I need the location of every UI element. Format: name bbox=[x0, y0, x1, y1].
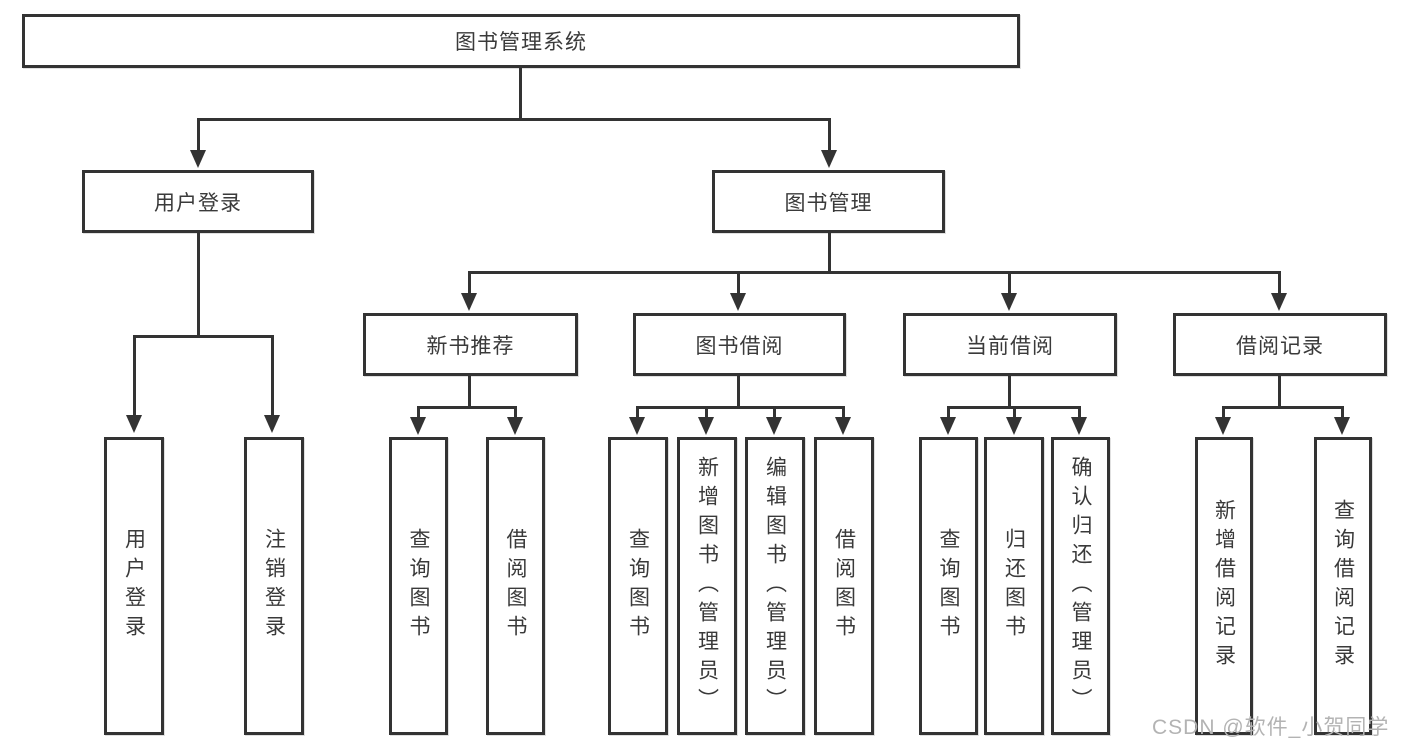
leaf-edit-book-admin: 编辑图书（管理员） bbox=[745, 437, 805, 735]
arrowhead-icon bbox=[410, 417, 426, 435]
arrowhead-icon bbox=[835, 417, 851, 435]
leaf-query-books-2: 查询图书 bbox=[608, 437, 668, 735]
connector-line bbox=[1278, 376, 1281, 409]
connector-line bbox=[468, 271, 1281, 274]
connector-line bbox=[947, 406, 950, 419]
node-borrow-records-label: 借阅记录 bbox=[1236, 334, 1324, 358]
arrowhead-icon bbox=[507, 417, 523, 435]
connector-line bbox=[514, 406, 517, 419]
node-current-borrow: 当前借阅 bbox=[903, 313, 1117, 376]
node-new-books: 新书推荐 bbox=[363, 313, 578, 376]
node-root: 图书管理系统 bbox=[22, 14, 1020, 68]
connector-line bbox=[1008, 376, 1011, 409]
leaf-query-books-1: 查询图书 bbox=[389, 437, 448, 735]
node-book-borrow: 图书借阅 bbox=[633, 313, 846, 376]
node-user-login-label: 用户登录 bbox=[154, 191, 242, 215]
connector-line bbox=[1013, 406, 1016, 419]
connector-line bbox=[828, 118, 831, 152]
arrowhead-icon bbox=[1006, 417, 1022, 435]
node-book-mgmt-label: 图书管理 bbox=[784, 191, 873, 215]
leaf-add-book-admin: 新增图书（管理员） bbox=[677, 437, 737, 735]
arrowhead-icon bbox=[766, 417, 782, 435]
connector-line bbox=[1341, 406, 1344, 419]
connector-line bbox=[773, 406, 776, 419]
node-user-login: 用户登录 bbox=[82, 170, 314, 233]
connector-line bbox=[1278, 271, 1281, 295]
leaf-logout: 注销登录 bbox=[244, 437, 304, 735]
connector-line bbox=[197, 233, 200, 338]
leaf-borrow-books-2: 借阅图书 bbox=[814, 437, 874, 735]
arrowhead-icon bbox=[629, 417, 645, 435]
node-book-borrow-label: 图书借阅 bbox=[695, 334, 784, 358]
arrowhead-icon bbox=[821, 150, 837, 168]
arrowhead-icon bbox=[461, 293, 477, 311]
connector-line bbox=[828, 233, 831, 274]
connector-line bbox=[468, 271, 471, 295]
connector-line bbox=[636, 406, 845, 409]
leaf-query-borrow-record: 查询借阅记录 bbox=[1314, 437, 1372, 735]
arrowhead-icon bbox=[1001, 293, 1017, 311]
arrowhead-icon bbox=[1334, 417, 1350, 435]
connector-line bbox=[133, 335, 274, 338]
connector-line bbox=[1222, 406, 1344, 409]
csdn-watermark: CSDN @软件_小贺同学 bbox=[1152, 716, 1390, 739]
arrowhead-icon bbox=[698, 417, 714, 435]
leaf-user-login: 用户登录 bbox=[104, 437, 164, 735]
connector-line bbox=[417, 406, 420, 419]
leaf-add-borrow-record: 新增借阅记录 bbox=[1195, 437, 1253, 735]
node-new-books-label: 新书推荐 bbox=[426, 334, 515, 358]
arrowhead-icon bbox=[1271, 293, 1287, 311]
connector-line bbox=[519, 68, 522, 118]
node-root-label: 图书管理系统 bbox=[455, 31, 587, 54]
connector-line bbox=[271, 335, 274, 416]
arrowhead-icon bbox=[940, 417, 956, 435]
node-book-mgmt: 图书管理 bbox=[712, 170, 945, 233]
connector-line bbox=[737, 376, 740, 409]
leaf-query-books-3: 查询图书 bbox=[919, 437, 978, 735]
connector-line bbox=[1222, 406, 1225, 419]
arrowhead-icon bbox=[190, 150, 206, 168]
node-borrow-records: 借阅记录 bbox=[1173, 313, 1387, 376]
connector-line bbox=[197, 118, 200, 152]
arrowhead-icon bbox=[1071, 417, 1087, 435]
connector-line bbox=[133, 335, 136, 416]
connector-line bbox=[737, 271, 740, 295]
arrowhead-icon bbox=[126, 415, 142, 433]
connector-line bbox=[636, 406, 639, 419]
arrowhead-icon bbox=[264, 415, 280, 433]
connector-line bbox=[842, 406, 845, 419]
connector-line bbox=[468, 376, 471, 409]
connector-line bbox=[417, 406, 517, 409]
arrowhead-icon bbox=[730, 293, 746, 311]
node-current-borrow-label: 当前借阅 bbox=[966, 334, 1054, 358]
leaf-return-book: 归还图书 bbox=[984, 437, 1044, 735]
connector-line bbox=[1008, 271, 1011, 295]
leaf-confirm-return-admin: 确认归还（管理员） bbox=[1051, 437, 1110, 735]
connector-line bbox=[1078, 406, 1081, 419]
connector-line bbox=[197, 118, 831, 121]
leaf-borrow-books-1: 借阅图书 bbox=[486, 437, 545, 735]
arrowhead-icon bbox=[1215, 417, 1231, 435]
connector-line bbox=[705, 406, 708, 419]
